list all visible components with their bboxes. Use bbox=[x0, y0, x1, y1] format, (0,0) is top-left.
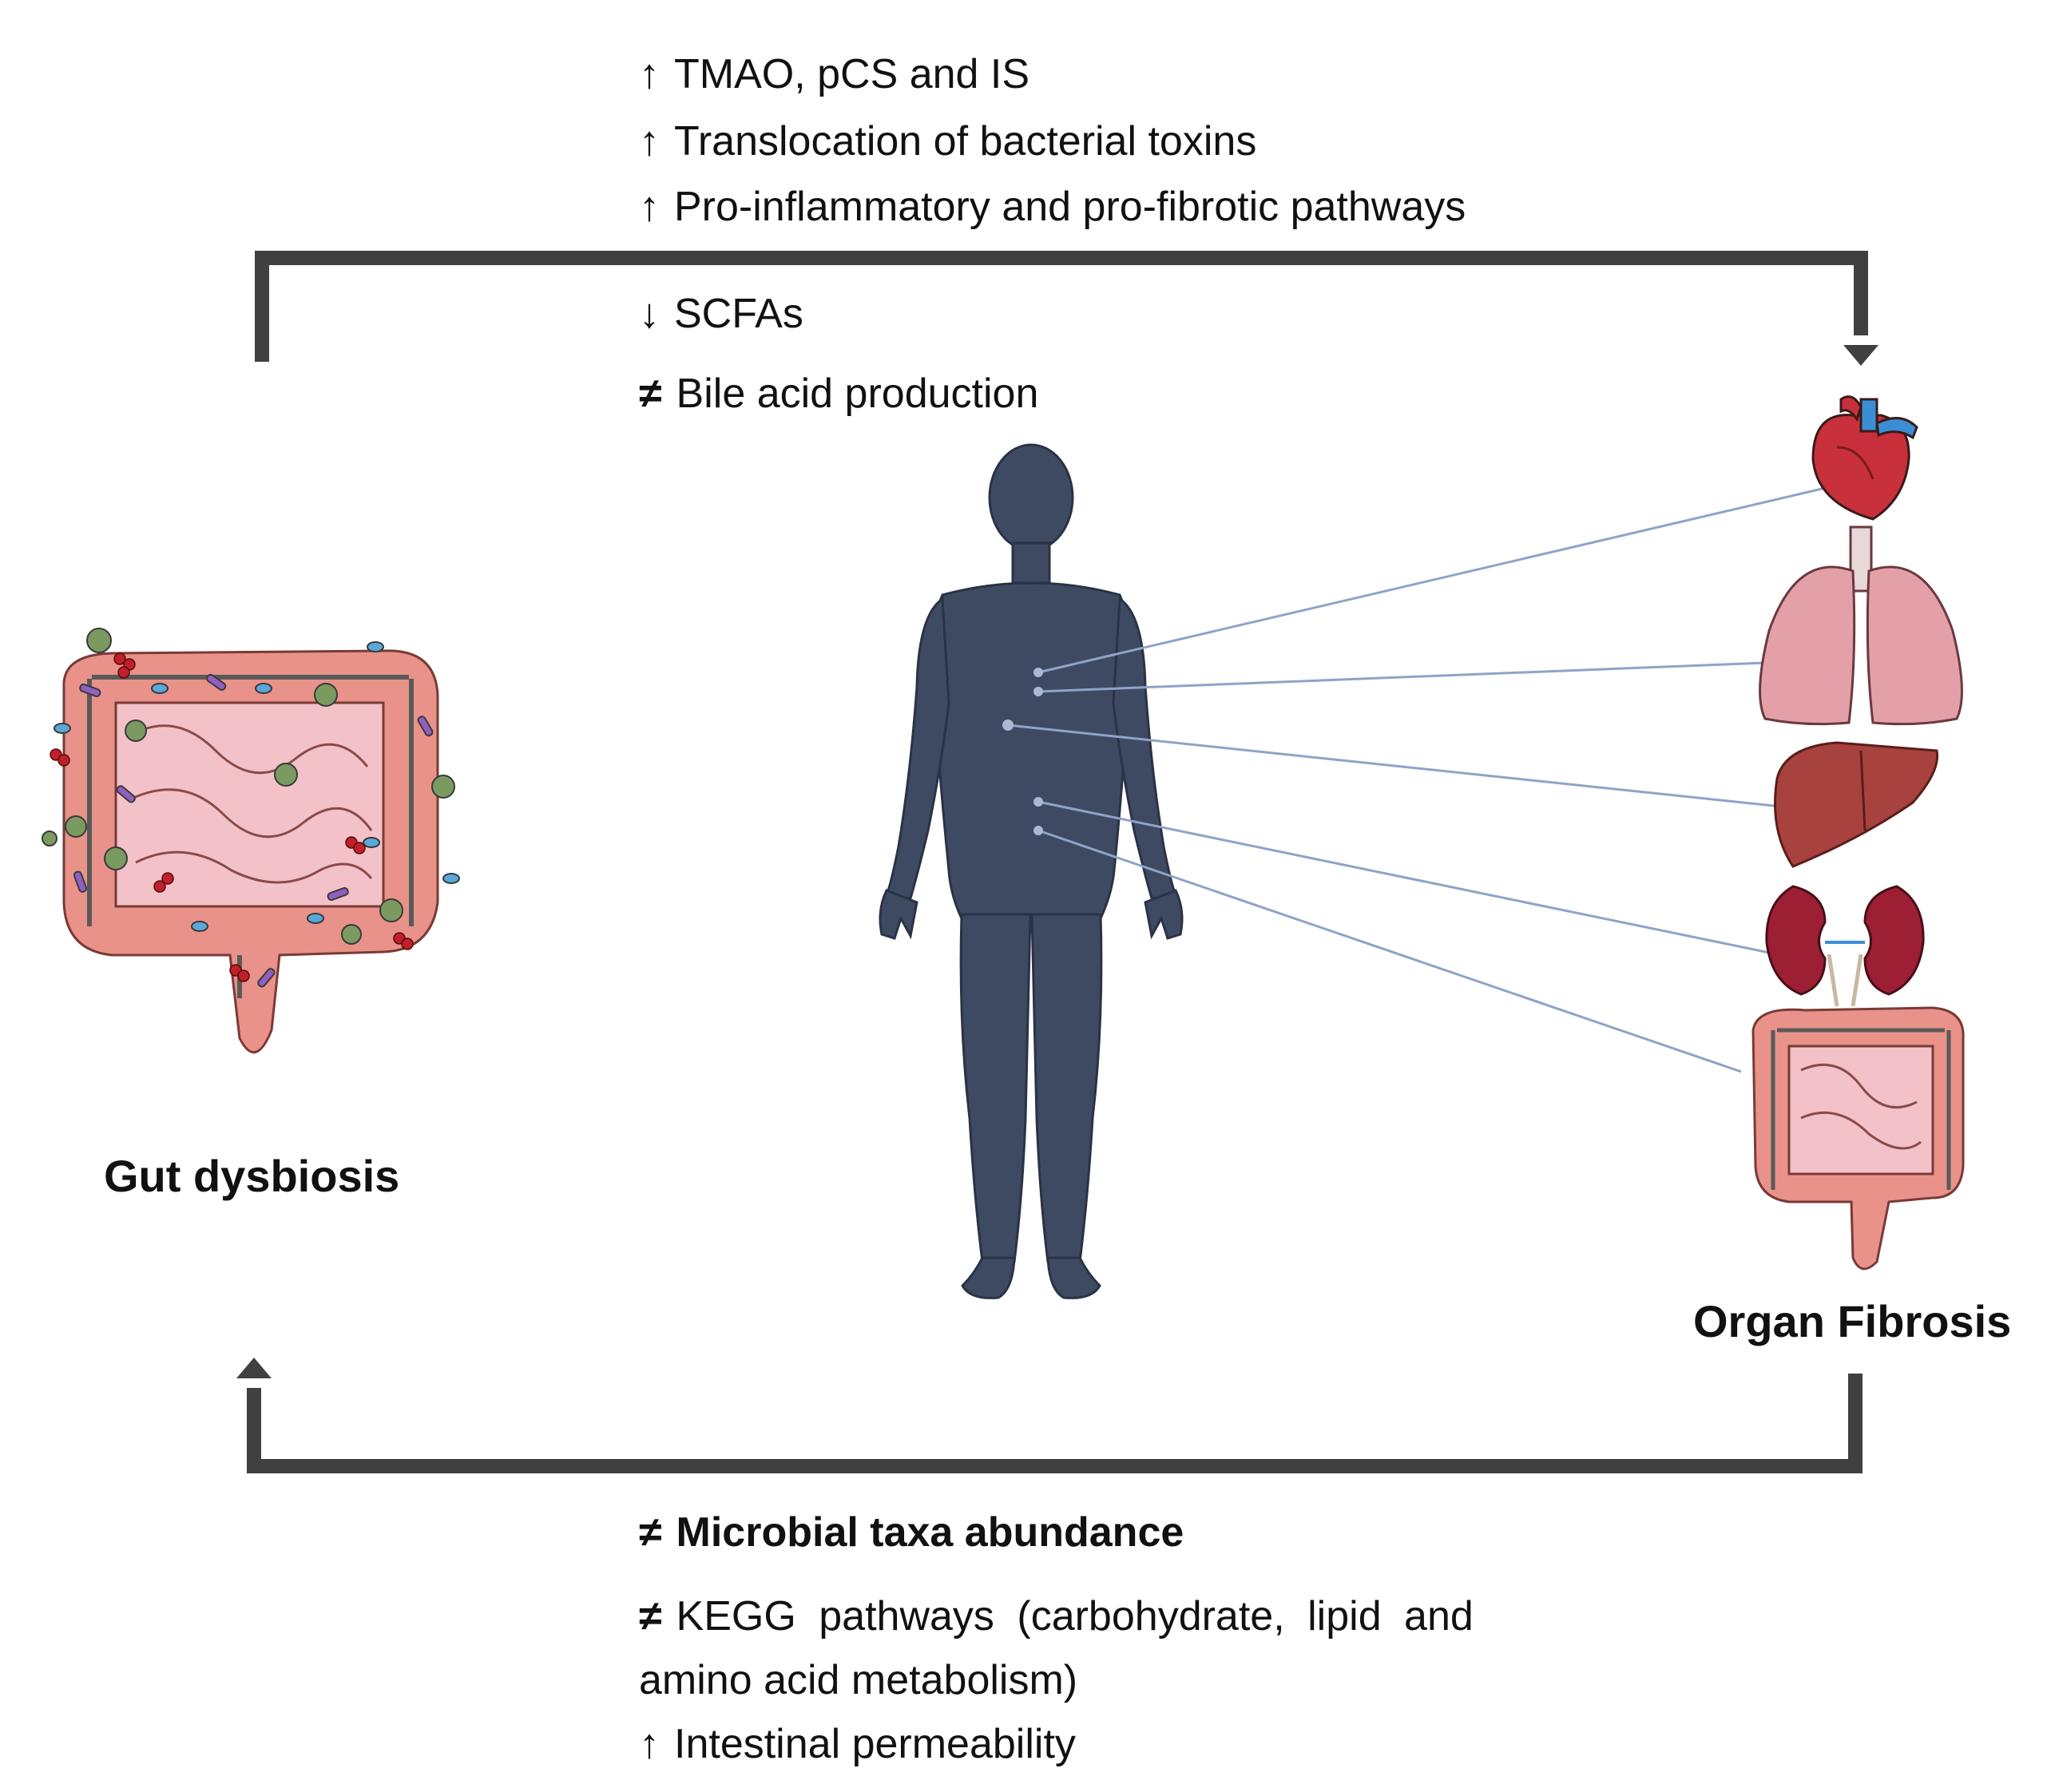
increase-arrow-icon: ↑ bbox=[639, 184, 660, 230]
organ-fibrosis-label: Organ Fibrosis bbox=[1693, 1296, 2012, 1346]
intestine-icon bbox=[1751, 1006, 1965, 1271]
top-feedback-arrow bbox=[255, 251, 1868, 362]
increase-arrow-icon: ↑ bbox=[639, 1721, 660, 1767]
bottom-effect-kegg: ≠KEGG pathways (carbohydrate, lipid and bbox=[639, 1592, 1474, 1641]
kidneys-icon bbox=[1765, 885, 1925, 1007]
heart-icon bbox=[1811, 395, 1918, 521]
increase-arrow-icon: ↑ bbox=[639, 51, 660, 97]
gut-dysbiosis-label: Gut dysbiosis bbox=[104, 1151, 400, 1201]
organ-connector-dots bbox=[1002, 668, 1043, 835]
lungs-icon bbox=[1759, 525, 1963, 726]
bottom-arrow-head-icon bbox=[236, 1358, 272, 1378]
organ-connector-lines bbox=[1007, 486, 1830, 1073]
human-body-icon bbox=[879, 443, 1184, 1299]
middle-effect-bile: ≠Bile acid production bbox=[639, 369, 1038, 418]
not-equal-icon: ≠ bbox=[639, 1593, 662, 1639]
top-effect-tmao: ↑TMAO, pCS and IS bbox=[639, 50, 1029, 99]
gut-dysbiosis-icon bbox=[42, 628, 460, 1054]
top-effect-translocation: ↑Translocation of bacterial toxins bbox=[639, 117, 1256, 166]
top-effect-pathways: ↑Pro-inflammatory and pro-fibrotic pathw… bbox=[639, 182, 1466, 232]
top-arrow-head-icon bbox=[1843, 345, 1878, 366]
not-equal-icon: ≠ bbox=[639, 371, 662, 417]
bottom-effect-taxa: ≠Microbial taxa abundance bbox=[639, 1508, 1184, 1557]
bottom-effect-permeability: ↑Intestinal permeability bbox=[639, 1719, 1076, 1769]
bottom-feedback-arrow bbox=[247, 1374, 1863, 1473]
decrease-arrow-icon: ↓ bbox=[639, 291, 660, 337]
not-equal-icon: ≠ bbox=[639, 1509, 662, 1556]
increase-arrow-icon: ↑ bbox=[639, 118, 660, 165]
bottom-effect-kegg-continued: amino acid metabolism) bbox=[639, 1657, 1078, 1703]
middle-effect-scfas: ↓SCFAs bbox=[639, 289, 803, 339]
liver-icon bbox=[1774, 741, 1939, 868]
